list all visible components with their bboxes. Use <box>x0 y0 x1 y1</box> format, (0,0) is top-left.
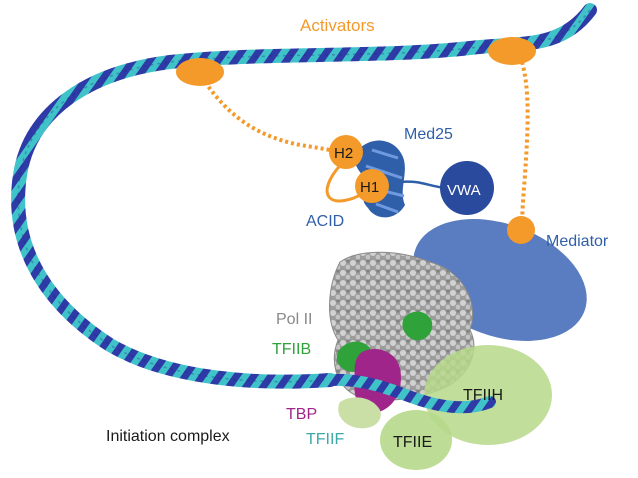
activator-link-right <box>520 61 530 229</box>
dna-helix-edge <box>17 9 591 383</box>
label-h2: H2 <box>334 145 353 162</box>
activator-blob-mediator <box>507 216 535 244</box>
label-pol2: Pol II <box>276 311 312 328</box>
label-mediator: Mediator <box>546 233 609 250</box>
tfiif-shape <box>338 397 381 429</box>
dna-helix-tail <box>324 373 496 414</box>
activator-blob-right <box>488 37 536 65</box>
label-tfiih: TFIIH <box>463 387 503 404</box>
vwa-circle <box>440 161 494 215</box>
tfiih-shape <box>424 345 552 445</box>
label-h1: H1 <box>360 179 379 196</box>
label-initiation-complex: Initiation complex <box>106 428 230 445</box>
acid-outline <box>325 158 363 203</box>
h2-circle <box>329 135 363 169</box>
label-activators: Activators <box>300 16 375 35</box>
tfiie-shape <box>380 410 452 470</box>
dna-helix <box>11 3 597 389</box>
h1-circle <box>355 169 389 203</box>
label-vwa: VWA <box>447 182 481 199</box>
label-tfiib: TFIIB <box>272 341 311 358</box>
label-med25: Med25 <box>404 126 453 143</box>
activator-link-left <box>203 80 341 154</box>
label-tbp: TBP <box>286 406 317 423</box>
label-acid: ACID <box>306 213 344 230</box>
label-tfiif: TFIIF <box>306 431 344 448</box>
label-tfiie: TFIIE <box>393 434 432 451</box>
tfiib-shape-top <box>402 311 433 341</box>
activator-blob-left <box>176 58 224 86</box>
